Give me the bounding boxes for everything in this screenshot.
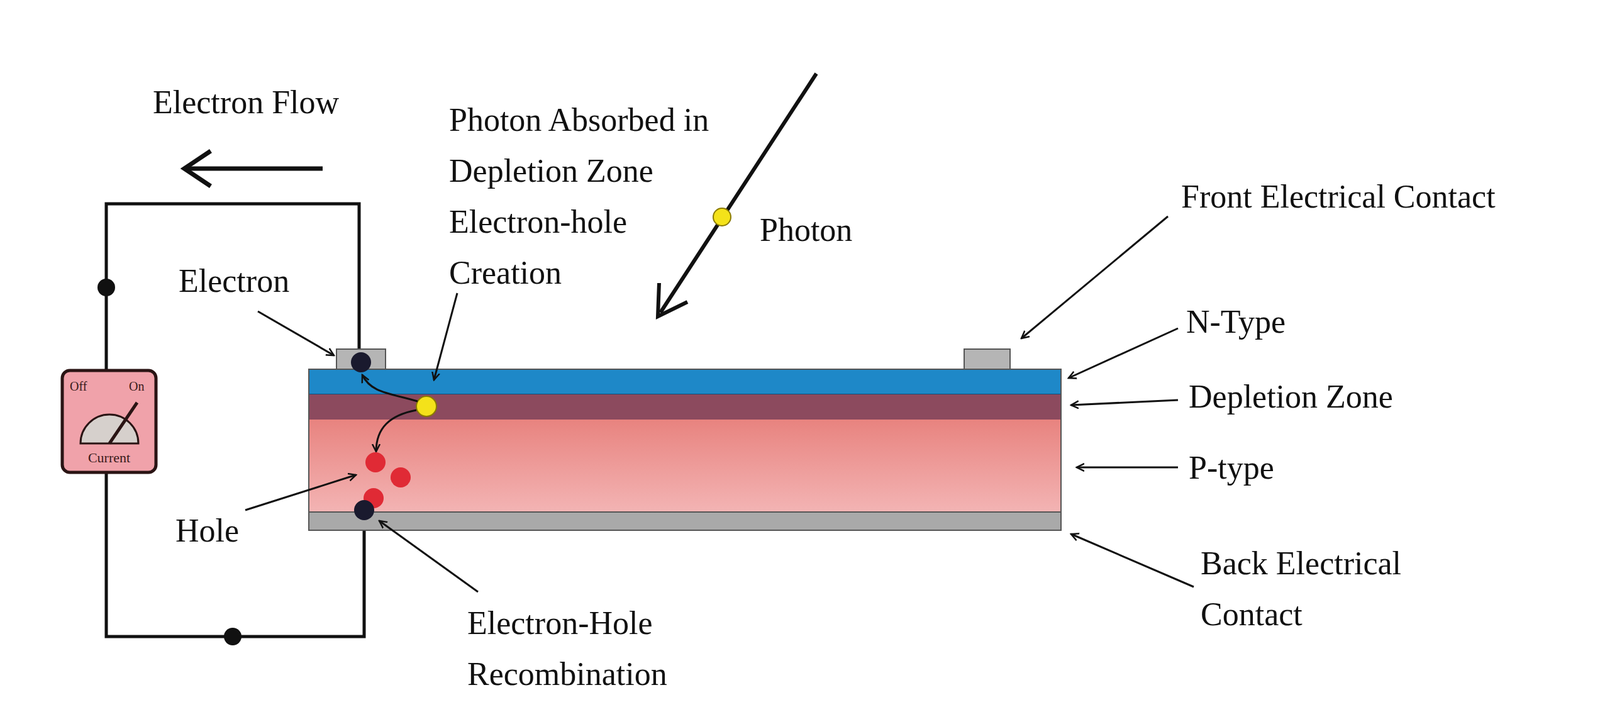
- callout-text: Electron-Hole Recombination: [467, 597, 732, 700]
- wire-dot: [97, 278, 116, 297]
- cell-outline: [308, 369, 1062, 531]
- layer-label: N-Type: [1186, 296, 1286, 348]
- flow-arrow: [184, 150, 323, 187]
- photon-dot: [713, 208, 731, 226]
- part-label: Back Electrical Contact: [1200, 537, 1440, 640]
- back-contact: [308, 511, 1062, 531]
- callout-text: Photon Absorbed in Depletion Zone Electr…: [449, 94, 745, 299]
- absorption-point: [416, 396, 437, 417]
- electron-path: [362, 374, 418, 402]
- p-type-layer: [308, 419, 1062, 512]
- n-type-layer: [308, 369, 1062, 395]
- wire-dot: [223, 627, 242, 646]
- layer-label: Depletion Zone: [1188, 371, 1394, 423]
- hole-path: [376, 410, 417, 452]
- meter-text: On: [128, 379, 145, 394]
- carrier-label: Hole: [175, 505, 239, 556]
- hole-dot: [390, 467, 411, 488]
- meter-needle: [109, 402, 138, 444]
- electron-dot: [350, 352, 372, 373]
- meter-text: Current: [88, 449, 131, 467]
- part-label: Front Electrical Contact: [1181, 171, 1496, 223]
- flow-label: Electron Flow: [152, 76, 339, 128]
- photon-label: Photon: [759, 204, 853, 256]
- electron-dot: [354, 500, 375, 521]
- meter-body: [62, 370, 156, 473]
- leader-line: [245, 216, 1194, 592]
- front-contact: [964, 349, 1011, 370]
- meter-text: Off: [69, 379, 87, 394]
- depletion-layer: [308, 394, 1062, 420]
- layer-label: P-type: [1188, 442, 1275, 494]
- current-meter: Off OnCurrent: [61, 369, 158, 474]
- meter-gauge: [80, 414, 139, 444]
- hole-dot: [365, 452, 386, 473]
- carrier-label: Electron: [178, 255, 290, 307]
